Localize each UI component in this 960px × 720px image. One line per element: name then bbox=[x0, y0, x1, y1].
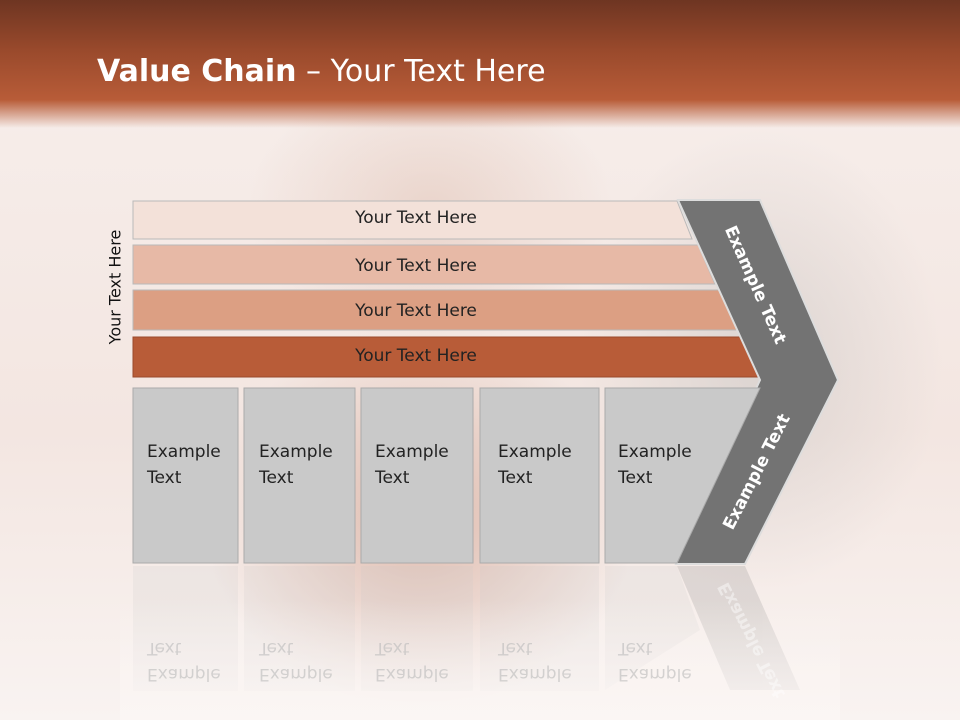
cell-1 bbox=[132, 387, 239, 564]
bar-3-label: Your Text Here bbox=[355, 301, 477, 321]
title-bold: Value Chain bbox=[97, 54, 297, 89]
cell-5 bbox=[604, 387, 761, 564]
bar-1 bbox=[132, 200, 693, 240]
cell-3 bbox=[360, 387, 474, 564]
bar-2 bbox=[132, 244, 716, 285]
bar-1-label: Your Text Here bbox=[355, 208, 477, 228]
cell-4 bbox=[479, 387, 600, 564]
cell-2 bbox=[243, 387, 356, 564]
bar-4-label: Your Text Here bbox=[355, 346, 477, 366]
title-bar bbox=[0, 0, 960, 128]
slide-title: Value Chain – Your Text Here bbox=[97, 54, 546, 89]
bar-2-label: Your Text Here bbox=[355, 256, 477, 276]
title-rest: – Your Text Here bbox=[296, 54, 546, 89]
chevron-arrow bbox=[674, 199, 840, 565]
